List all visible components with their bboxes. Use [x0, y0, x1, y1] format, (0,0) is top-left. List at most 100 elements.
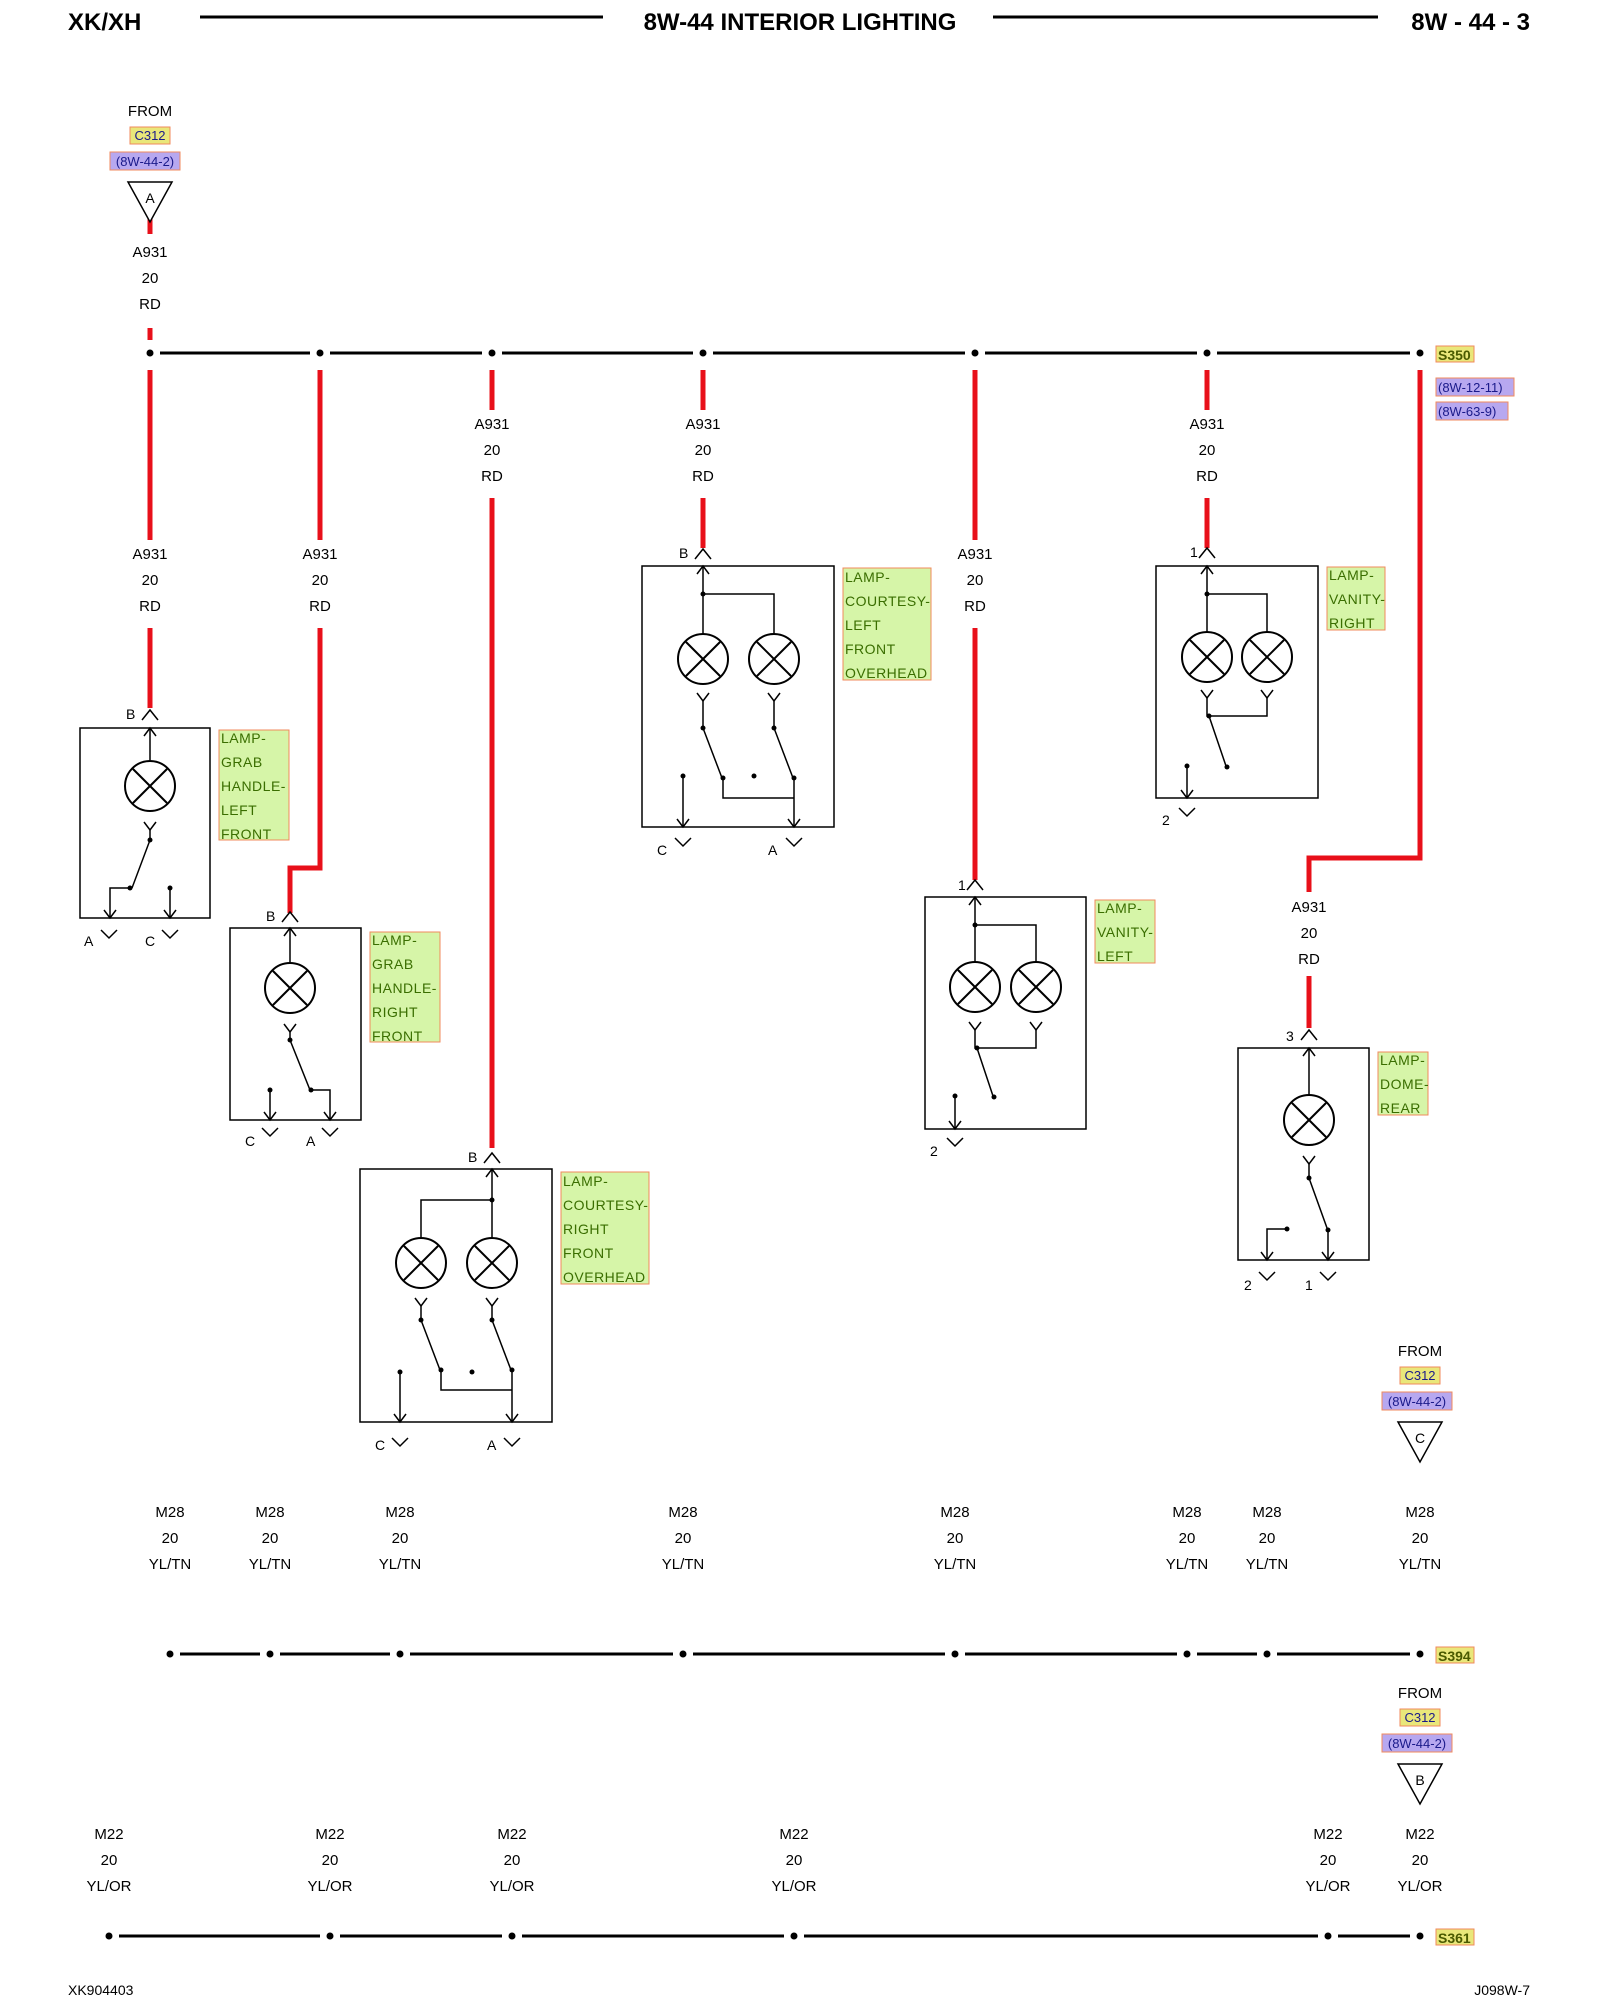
svg-text:1: 1: [958, 877, 966, 893]
wire-label-color: YL/TN: [149, 1556, 192, 1573]
wire-label-color: YL/TN: [1246, 1556, 1289, 1573]
wire-label-gauge: 20: [967, 572, 984, 589]
wire-label-circuit: M28: [1252, 1504, 1281, 1521]
wire-label-color: RD: [139, 598, 161, 615]
page-number: 8W - 44 - 3: [1411, 9, 1530, 36]
wire-label-gauge: 20: [1320, 1852, 1337, 1869]
svg-text:B: B: [679, 545, 688, 561]
svg-text:HANDLE-: HANDLE-: [221, 778, 286, 794]
wire-label-color: YL/OR: [86, 1878, 131, 1895]
wire-label-color: YL/TN: [662, 1556, 705, 1573]
wire-label-circuit: M28: [255, 1504, 284, 1521]
svg-text:C: C: [1415, 1430, 1425, 1446]
splice-s350-bar: [140, 345, 1430, 361]
lamp-grab-handle-left-front: B A C LAMP- GRAB HANDLE- LEFT FRONT: [79, 706, 290, 949]
page-header: XK/XH 8W-44 INTERIOR LIGHTING 8W - 44 - …: [68, 9, 1530, 36]
wire-labels: A93120RDA93120RDA93120RDA93120RDA93120RD…: [86, 244, 1442, 1895]
svg-text:C: C: [375, 1437, 385, 1453]
svg-text:RIGHT: RIGHT: [372, 1004, 418, 1020]
wire-label-color: RD: [692, 468, 714, 485]
wire-label-gauge: 20: [695, 442, 712, 459]
wire-label-gauge: 20: [392, 1530, 409, 1547]
svg-text:DOME-: DOME-: [1380, 1076, 1429, 1092]
svg-text:RIGHT: RIGHT: [563, 1221, 609, 1237]
wire-label-circuit: M28: [1172, 1504, 1201, 1521]
wire-label-circuit: M28: [668, 1504, 697, 1521]
svg-text:OVERHEAD: OVERHEAD: [845, 665, 928, 681]
svg-text:HANDLE-: HANDLE-: [372, 980, 437, 996]
footer-doc-id: XK904403: [68, 1982, 134, 1998]
connector-ref: (8W-44-2): [1388, 1736, 1446, 1751]
svg-text:A: A: [487, 1437, 497, 1453]
svg-text:LAMP-: LAMP-: [845, 569, 890, 585]
wire-label-circuit: A931: [685, 416, 720, 433]
svg-text:FRONT: FRONT: [845, 641, 896, 657]
red-wires: [147, 219, 1423, 1148]
svg-text:FROM: FROM: [128, 103, 172, 120]
wire-label-circuit: A931: [302, 546, 337, 563]
svg-text:A: A: [84, 933, 94, 949]
wire-label-color: YL/TN: [1166, 1556, 1209, 1573]
svg-text:B: B: [266, 908, 275, 924]
wire-label-circuit: M22: [315, 1826, 344, 1843]
wire-label-circuit: A931: [957, 546, 992, 563]
wire-label-color: YL/OR: [307, 1878, 352, 1895]
source-c312-b: FROM C312 (8W-44-2) B: [1381, 1685, 1453, 1806]
bulb-icon: [395, 1237, 447, 1289]
svg-text:FROM: FROM: [1398, 1343, 1442, 1360]
bulb-icon: [1283, 1094, 1335, 1146]
lamp-vanity-right: 1 2 LAMP- VANITY- RIGHT: [1155, 544, 1386, 828]
svg-text:LEFT: LEFT: [1097, 948, 1133, 964]
splice-name: S361: [1438, 1930, 1471, 1946]
component-label: LAMP- DOME- REAR: [1380, 1052, 1429, 1116]
wire-label-gauge: 20: [142, 572, 159, 589]
source-c312-c: FROM C312 (8W-44-2) C: [1381, 1343, 1453, 1464]
page-footer: XK904403 J098W-7: [68, 1982, 1530, 1998]
wire-label-circuit: A931: [132, 546, 167, 563]
connector-ref: (8W-44-2): [1388, 1394, 1446, 1409]
wire-label-color: YL/TN: [1399, 1556, 1442, 1573]
connector-name: C312: [1404, 1368, 1435, 1383]
yellow-wires: [106, 816, 1423, 1922]
bulb-icon: [1241, 631, 1293, 683]
wire-label-gauge: 20: [1412, 1852, 1429, 1869]
wire-label-gauge: 20: [1301, 925, 1318, 942]
svg-text:OVERHEAD: OVERHEAD: [563, 1269, 646, 1285]
splice-ref: (8W-63-9): [1438, 404, 1496, 419]
svg-text:LAMP-: LAMP-: [563, 1173, 608, 1189]
wire-label-color: RD: [481, 468, 503, 485]
wire-label-gauge: 20: [142, 270, 159, 287]
wire-label-gauge: 20: [312, 572, 329, 589]
svg-text:LAMP-: LAMP-: [1329, 567, 1374, 583]
svg-text:A: A: [768, 842, 778, 858]
wire-label-circuit: A931: [1291, 899, 1326, 916]
svg-text:LAMP-: LAMP-: [1097, 900, 1142, 916]
wire-label-circuit: M22: [1405, 1826, 1434, 1843]
svg-text:FRONT: FRONT: [563, 1245, 614, 1261]
wire-label-circuit: M28: [385, 1504, 414, 1521]
connector-name: C312: [134, 128, 165, 143]
svg-text:COURTESY-: COURTESY-: [845, 593, 930, 609]
wire-label-gauge: 20: [484, 442, 501, 459]
lamp-courtesy-right-front-overhead: B C A LAMP- COURTESY- RIGHT: [359, 1149, 650, 1453]
wire-label-gauge: 20: [1259, 1530, 1276, 1547]
svg-text:1: 1: [1190, 544, 1198, 560]
splice-s350-label: S350 (8W-12-11) (8W-63-9): [1435, 345, 1515, 421]
page-title: 8W-44 INTERIOR LIGHTING: [644, 9, 957, 36]
wire-label-circuit: M22: [779, 1826, 808, 1843]
wire-label-color: RD: [309, 598, 331, 615]
wire-label-circuit: A931: [1189, 416, 1224, 433]
wire-label-circuit: A931: [132, 244, 167, 261]
svg-text:LAMP-: LAMP-: [1380, 1052, 1425, 1068]
svg-text:LEFT: LEFT: [221, 802, 257, 818]
bulb-icon: [949, 961, 1001, 1013]
wire-label-gauge: 20: [1179, 1530, 1196, 1547]
svg-text:COURTESY-: COURTESY-: [563, 1197, 648, 1213]
svg-text:LAMP-: LAMP-: [372, 932, 417, 948]
wire-label-circuit: M28: [1405, 1504, 1434, 1521]
wire-label-gauge: 20: [504, 1852, 521, 1869]
svg-text:B: B: [1415, 1772, 1424, 1788]
svg-text:2: 2: [930, 1143, 938, 1159]
svg-text:VANITY-: VANITY-: [1329, 591, 1385, 607]
